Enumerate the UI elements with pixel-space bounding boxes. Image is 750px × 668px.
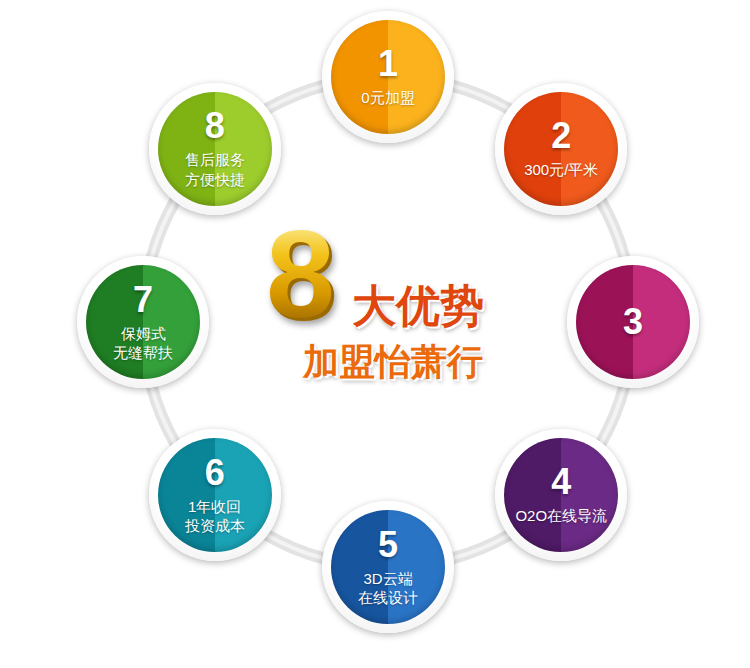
advantage-text: 3D云端 在线设计 (336, 569, 440, 608)
color-disc: 8 售后服务 方便快捷 (158, 92, 272, 206)
color-disc: 7 保姆式 无缝帮扶 (86, 265, 200, 379)
color-disc: 6 1年收回 投资成本 (158, 438, 272, 552)
color-disc: 1 0元加盟 (331, 20, 445, 134)
circle-number: 8 (205, 108, 225, 144)
ring-highlight (266, 535, 323, 559)
ring-segment (601, 386, 625, 443)
ring-highlight (152, 386, 176, 443)
advantage-text: 1年收回 投资成本 (163, 497, 267, 536)
ring-highlight (152, 200, 176, 257)
ring-highlight (452, 535, 509, 559)
advantage-text: 300元/平米 (509, 160, 613, 180)
advantage-circle: 2 300元/平米 (495, 83, 627, 215)
ring-segment (601, 200, 625, 257)
color-disc: 5 3D云端 在线设计 (331, 510, 445, 624)
ring-segment (266, 86, 323, 110)
circle-number: 1 (378, 46, 398, 82)
advantage-circle: 6 1年收回 投资成本 (149, 429, 281, 561)
advantage-text: 售后服务 方便快捷 (163, 150, 267, 189)
advantage-circle: 7 保姆式 无缝帮扶 (77, 256, 209, 388)
ring-segment (152, 200, 176, 257)
center-numeral: 8 (266, 212, 335, 336)
ring-highlight (601, 200, 625, 257)
circle-number: 5 (378, 527, 398, 563)
circle-number: 4 (551, 464, 571, 500)
color-disc: 3 (576, 265, 690, 379)
color-disc: 2 300元/平米 (504, 92, 618, 206)
advantage-circle: 1 0元加盟 (322, 11, 454, 143)
ring-segment (452, 535, 509, 559)
circle-number: 2 (551, 118, 571, 154)
ring-highlight (452, 86, 509, 110)
circle-number: 7 (133, 282, 153, 318)
advantage-text: O2O在线导流 (509, 506, 613, 526)
advantage-circle: 4O2O在线导流 (495, 429, 627, 561)
ring-segment (266, 535, 323, 559)
center-slogan: 加盟怡萧行 (303, 344, 483, 380)
advantage-circle: 3 (567, 256, 699, 388)
ring-segment (152, 386, 176, 443)
advantage-circle: 5 3D云端 在线设计 (322, 501, 454, 633)
color-disc: 4O2O在线导流 (504, 438, 618, 552)
circle-number: 3 (623, 304, 643, 340)
ring-highlight (266, 86, 323, 110)
advantage-circle: 8 售后服务 方便快捷 (149, 83, 281, 215)
circle-number: 6 (205, 455, 225, 491)
ring-segment (452, 86, 509, 110)
advantage-text: 0元加盟 (336, 88, 440, 108)
center-heading: 大优势 (352, 284, 484, 328)
ring-highlight (601, 386, 625, 443)
advantage-text: 保姆式 无缝帮扶 (91, 324, 195, 363)
